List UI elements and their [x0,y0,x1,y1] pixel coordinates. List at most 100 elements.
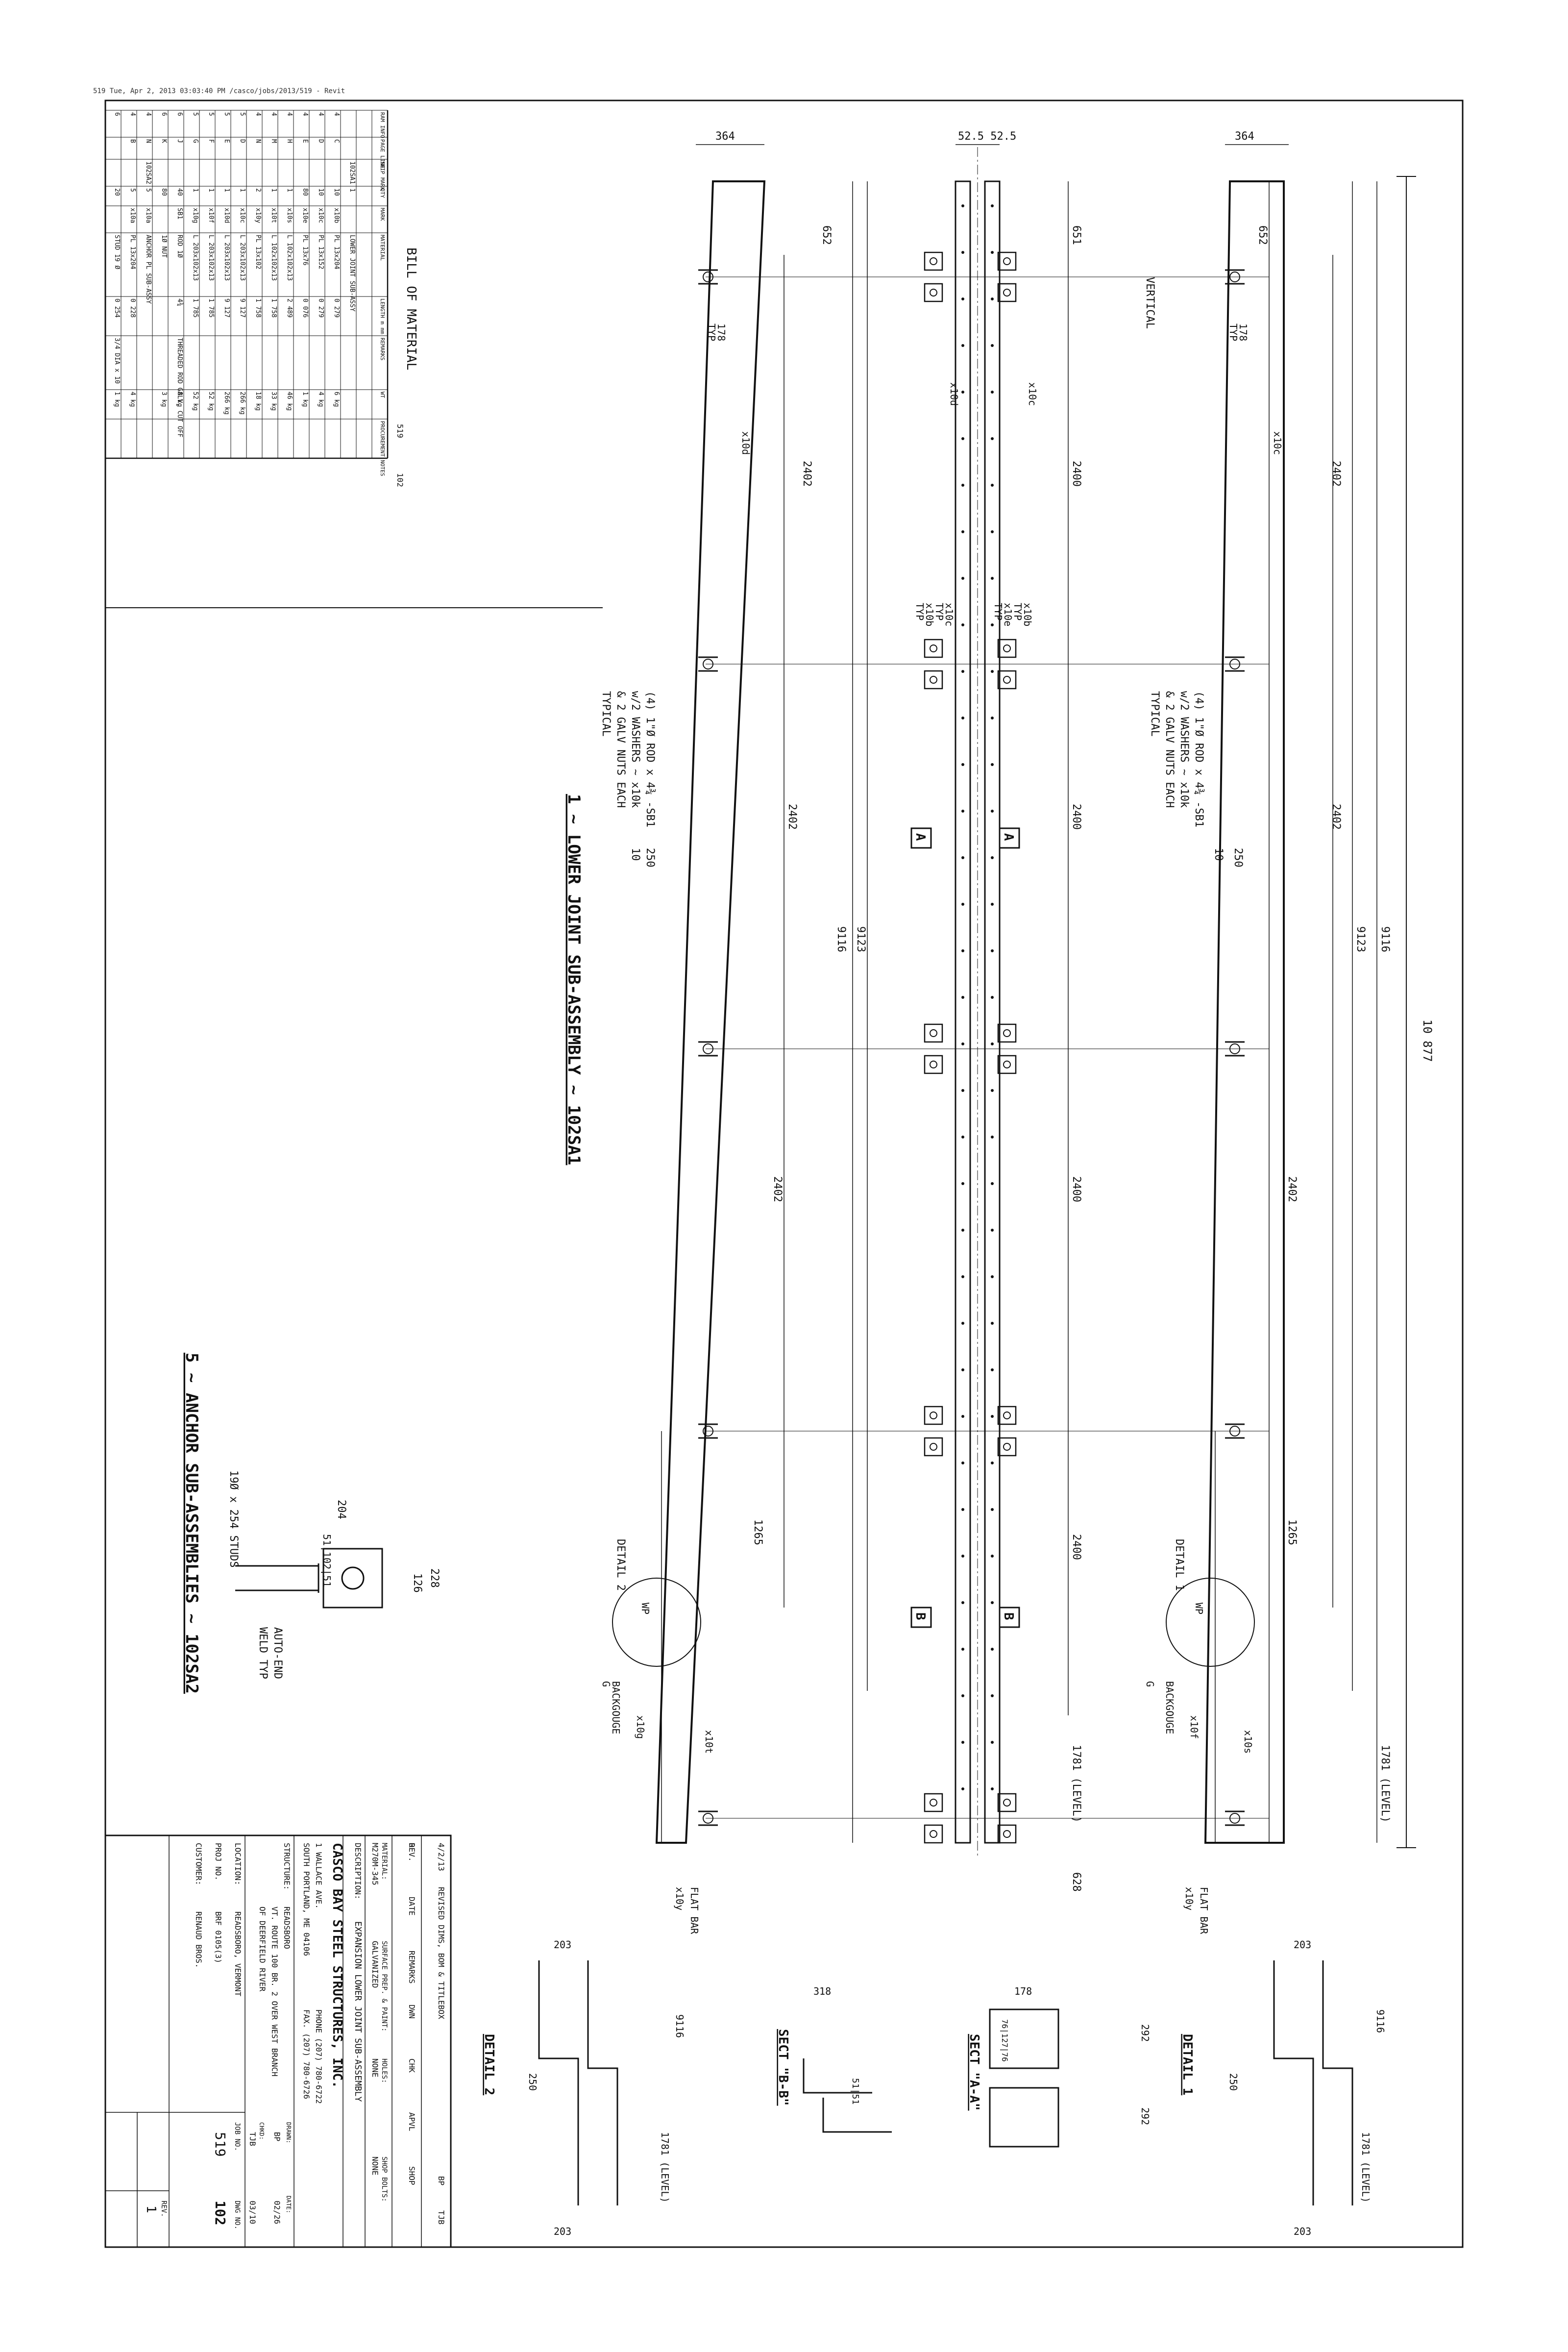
hole-dot [991,1694,994,1697]
dim-1265-r: 1265 [1286,1519,1298,1545]
bom-cell: 1 [286,188,293,192]
bom-cell: x10d [223,208,230,223]
hole-dot [991,1136,994,1139]
bom-header-cell: QTY [379,188,386,198]
dim-2402-lb: 2402 [786,804,798,830]
bolt-plate [924,251,943,271]
hole-dot [961,1415,964,1418]
svg-text:w/2 WASHERS ~ x10k: w/2 WASHERS ~ x10k [1178,691,1190,808]
angle-member-left [655,180,766,1844]
vertical-typ: VERTICAL [1144,277,1156,329]
bom-cell: D [317,139,324,143]
bom-cell: 5 [207,112,215,116]
svg-text:TYP: TYP [1012,603,1024,620]
bom-cell: L 203x102x13 [239,235,246,281]
dim-364-left: 364 [715,130,735,143]
detail1-203b: 203 [1294,2226,1311,2237]
dim-2402-rb: 2402 [1330,804,1342,830]
bolt-plate [924,1793,943,1812]
hole-dot [991,1322,994,1325]
hole-dot [991,1555,994,1558]
flat-bar-right: FLAT BAR [1198,1887,1210,1934]
hole-dot [991,484,994,487]
tb-date2: 03/10 [248,2201,257,2224]
bolt-plate [997,1055,1017,1074]
bolt-plate [997,251,1017,271]
hole-dot [961,623,964,626]
tb-structure-1: READSBORO [282,1906,292,1949]
middle-member-b [984,180,1001,1844]
dim-1781-m: 1781 (LEVEL) [1070,1745,1082,1823]
hole-dot [991,577,994,580]
bom-cell: K [160,139,168,143]
bom-cell: L 203x102x13 [207,235,215,281]
bom-cell: STUD 19 Ø [113,235,121,270]
x10y-left: x10y [674,1887,686,1910]
dim-628: 628 [1070,1872,1082,1892]
tb-rev-date: 4/2/13 [437,1843,446,1871]
detail2-250: 250 [527,2073,539,2091]
bom-header-cell: PROCUREMENT NOTES [379,421,386,476]
detail1-title: DETAIL 1 [1180,2034,1195,2095]
hole-dot [991,1508,994,1511]
bom-cell: 5 [239,112,246,116]
hole-dot [991,1601,994,1604]
hole-dot [961,1648,964,1651]
bolt-plate [924,670,943,690]
bom-cell: 6 [160,112,168,116]
bom-cell: 6 [176,112,183,116]
angle-member-right [1204,180,1285,1844]
dim-overall: 10 877 [1421,1019,1434,1062]
detail2-circle [612,1578,701,1667]
bom-cell: 20 [113,188,121,196]
sheet-border [104,99,1464,2248]
bolt-plate [997,670,1017,690]
label-x10c-m: x10c [1027,382,1038,406]
sect-b-318: 318 [813,1985,831,1997]
dim-2400-a: 2400 [1070,461,1082,487]
hole-dot [991,1415,994,1418]
dim-178-r: 178 [1237,323,1249,341]
rod-cluster [698,269,718,285]
hole-dot [991,996,994,999]
bom-cell: D [239,139,246,143]
hole-dot [961,1741,964,1744]
tb-dwg: 102 [212,2201,228,2226]
tb-rev-header: DATE [407,1897,416,1916]
dim-652-left: 652 [820,225,833,245]
tb-structure-label: STRUCTURE: [282,1843,292,1890]
tb-location-label: LOCATION: [233,1843,243,1885]
hole-dot [991,1461,994,1464]
svg-text:x10c: x10c [943,603,955,626]
detail1-1781: 1781 (LEVEL) [1360,2132,1372,2203]
bom-cell: PL 13x102 [254,235,262,269]
svg-text:(4) 1"Ø ROD x 4¾ -SB1: (4) 1"Ø ROD x 4¾ -SB1 [1193,691,1205,827]
bom-cell: 4 [317,112,324,116]
hole-dot [991,717,994,719]
bom-cell: 1 785 [207,298,215,318]
svg-text:TYPICAL: TYPICAL [1149,691,1161,737]
bom-cell: 0 228 [129,298,136,318]
bom-cell: x10e [301,208,309,223]
bom-cell: 4 [301,112,309,116]
bom-cell: x10s [286,208,293,223]
label-x10c-r: x10c [1272,431,1283,455]
typ-178-l: TYP [706,323,717,341]
tb-proj-label: PROJ NO. [214,1843,223,1881]
tb-date-label: DATE: [285,2196,292,2213]
bom-cell: 4 kg [317,392,324,407]
bom-cell: F [207,139,215,143]
dim-250-l: 250 [644,848,656,867]
hole-dot [991,763,994,766]
svg-text:TYP: TYP [992,603,1004,620]
hole-dot [961,204,964,207]
hole-dot [961,670,964,673]
tb-rev-header: CHK [407,2058,416,2073]
bom-header-cell: PAGE LINE [379,139,386,169]
hole-dot [991,1648,994,1651]
bom-cell: LOWER JOINT SUB-ASSY [348,235,356,312]
tb-address2: SOUTH PORTLAND, ME 04106 [302,1843,311,1956]
tb-dwg-label: DWG NO. [233,2201,241,2229]
hole-dot [991,391,994,394]
bom-cell: 0 076 [301,298,309,318]
